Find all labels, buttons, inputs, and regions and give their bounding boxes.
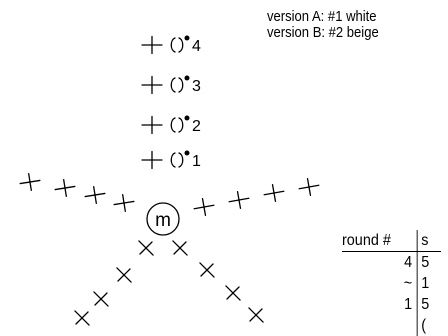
single-crochet-mark: [172, 240, 188, 256]
magic-ring-label: m: [155, 210, 171, 231]
round-number: 1: [192, 153, 201, 170]
single-crochet-mark: [141, 75, 163, 95]
bead-dot: [184, 115, 190, 121]
stitch-stroke: [306, 177, 312, 197]
table-row: 1 5: [342, 294, 441, 315]
stitch-marks: [19, 35, 320, 326]
table-row: ~ 1: [342, 273, 441, 294]
bead-stroke: [170, 117, 176, 133]
single-crochet-mark: [298, 177, 320, 197]
single-crochet-mark: [19, 172, 41, 192]
bead-stroke: [170, 77, 176, 93]
round-table-header: round # s: [342, 230, 441, 251]
stitch-stroke: [63, 178, 67, 198]
bead-stroke: [178, 152, 184, 168]
stitch-cell: (: [421, 317, 426, 334]
single-crochet-mark: [113, 193, 135, 213]
stitch-stroke: [201, 197, 207, 217]
table-row: (: [342, 315, 441, 336]
bead-dot: [184, 75, 190, 81]
round-number: 4: [192, 38, 201, 55]
single-crochet-mark: [138, 240, 154, 256]
single-crochet-mark: [74, 310, 90, 326]
bead-stroke: [178, 77, 184, 93]
single-crochet-mark: [228, 190, 250, 210]
single-crochet-mark: [199, 262, 215, 278]
version-notes: version A: #1 white version B: #2 beige: [267, 9, 379, 41]
round-number: 2: [192, 118, 201, 135]
single-crochet-mark: [84, 185, 106, 205]
single-crochet-mark: [141, 35, 163, 55]
bead-stroke: [170, 152, 176, 168]
stitch-stroke: [122, 193, 126, 213]
stitch-stroke: [226, 286, 240, 300]
round-cell: 1: [342, 294, 418, 315]
version-a-note: version A: #1 white: [267, 9, 377, 25]
bead-stroke: [178, 37, 184, 53]
round-column-header: round #: [342, 230, 418, 251]
stitch-cell: 1: [421, 275, 430, 292]
stitch-stroke: [139, 241, 153, 255]
stitch-column-header: s: [421, 232, 429, 249]
stitch-stroke: [75, 311, 89, 325]
version-b-note: version B: #2 beige: [267, 24, 379, 41]
single-crochet-mark: [54, 178, 76, 198]
bead-dot: [184, 150, 190, 156]
bead-dot: [184, 35, 190, 41]
round-cell: 4: [342, 252, 418, 273]
stitch-stroke: [28, 172, 32, 192]
single-crochet-mark: [225, 285, 241, 301]
single-crochet-mark: [141, 150, 163, 170]
table-row: 4 5: [342, 252, 441, 273]
table-rule: [342, 251, 441, 252]
stitch-cell: 5: [421, 296, 430, 313]
single-crochet-mark: [193, 197, 215, 217]
stitch-stroke: [271, 183, 277, 203]
stitch-stroke: [94, 292, 108, 306]
chart-labels: m 4 3 2 1: [155, 38, 201, 231]
round-table: round # s 4 5 ~ 1 1 5 (: [342, 230, 441, 336]
crochet-chart: m 4 3 2 1: [19, 35, 320, 326]
single-crochet-mark: [93, 291, 109, 307]
single-crochet-mark: [263, 183, 285, 203]
magic-ring: [146, 202, 180, 236]
round-number: 3: [192, 78, 201, 95]
round-cell: ~: [342, 273, 418, 294]
single-crochet-mark: [141, 115, 163, 135]
stitch-cell: 5: [421, 254, 430, 271]
stitch-stroke: [93, 185, 97, 205]
stitch-stroke: [236, 190, 242, 210]
bead-stroke: [178, 117, 184, 133]
stitch-stroke: [200, 263, 214, 277]
stitch-stroke: [249, 308, 263, 322]
round-cell: [342, 315, 418, 336]
single-crochet-mark: [248, 307, 264, 323]
single-crochet-mark: [116, 267, 132, 283]
stitch-stroke: [173, 241, 187, 255]
bead-stroke: [170, 37, 176, 53]
stitch-stroke: [117, 268, 131, 282]
